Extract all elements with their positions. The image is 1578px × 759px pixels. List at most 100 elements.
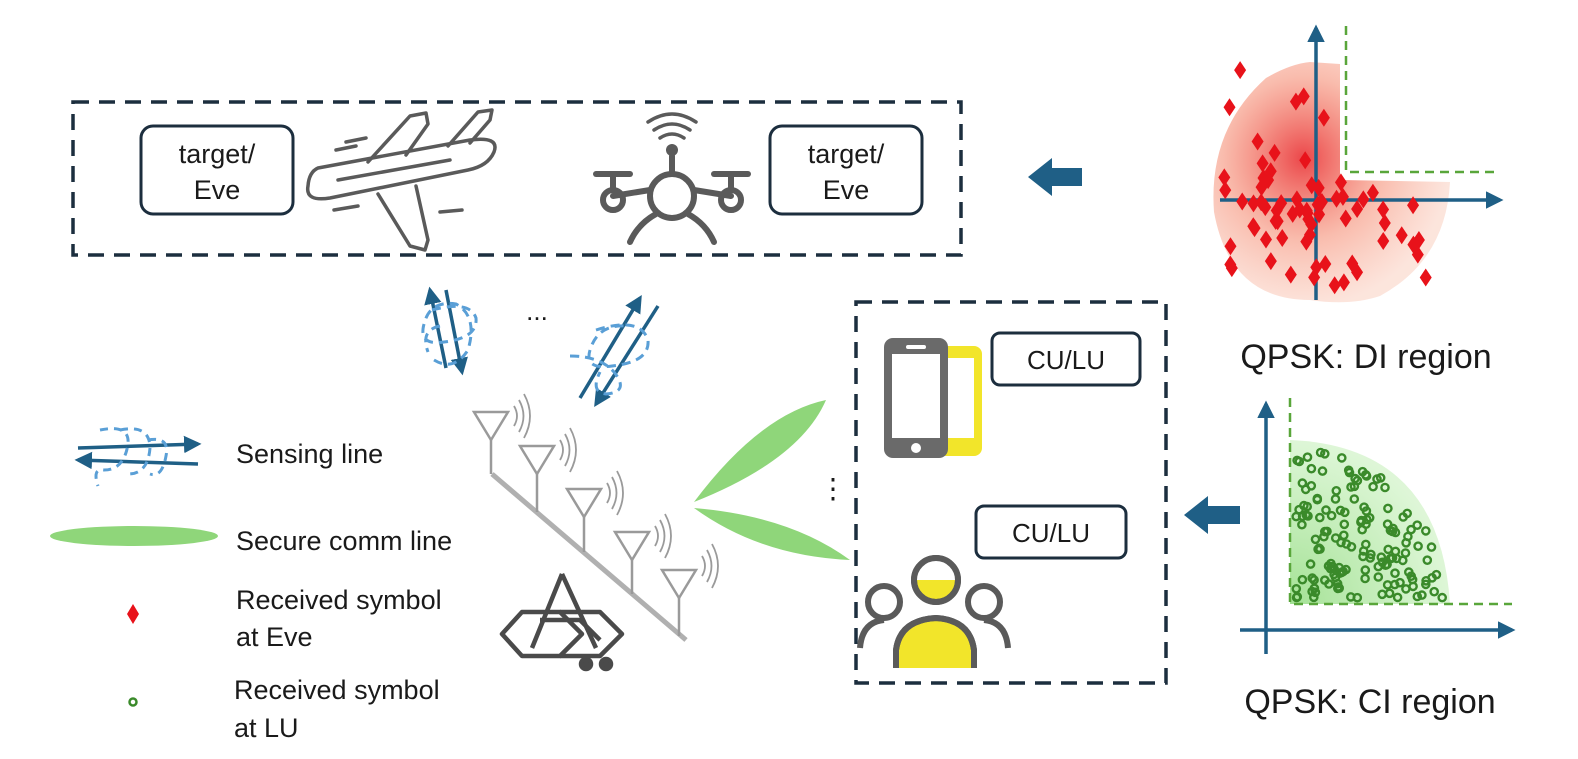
ci-symbol-marker <box>1429 586 1439 597</box>
ci-symbol-marker <box>1391 553 1402 564</box>
legend-lu-label-line1: Received symbol <box>234 675 440 705</box>
ci-symbol-marker <box>1402 508 1412 519</box>
ci-symbol-marker <box>1373 572 1384 582</box>
ci-symbol-marker <box>1365 553 1375 563</box>
di-region-plot <box>1213 24 1504 303</box>
secure-comm-beams <box>694 400 850 560</box>
di-symbol-marker <box>1315 193 1328 212</box>
plane-label-line1: target/ <box>179 139 256 169</box>
di-symbol-marker <box>1377 231 1390 250</box>
di-symbol-marker <box>1223 98 1236 117</box>
di-symbol-marker <box>1305 176 1318 195</box>
di-symbol-marker <box>1236 192 1249 211</box>
ci-symbol-marker <box>1427 573 1437 583</box>
ci-symbol-marker <box>1358 546 1369 556</box>
di-symbol-marker <box>1224 255 1237 274</box>
di-symbol-marker <box>1247 194 1260 213</box>
ci-symbol-marker <box>1337 453 1347 463</box>
ci-symbol-marker <box>1375 472 1386 483</box>
ci-symbol-marker <box>1343 465 1354 476</box>
ci-symbol-marker <box>1359 502 1369 513</box>
di-symbol-marker <box>1297 87 1310 106</box>
ci-symbol-marker <box>1326 510 1337 521</box>
ci-symbol-marker <box>1395 577 1405 588</box>
drone-label-line1: target/ <box>808 139 885 169</box>
di-symbol-marker <box>1334 173 1347 192</box>
di-symbol-marker <box>1264 252 1277 271</box>
di-symbol-marker <box>1259 230 1272 249</box>
ci-symbol-marker <box>1413 541 1423 552</box>
di-symbol-marker <box>1255 193 1268 212</box>
di-symbol-marker <box>1351 200 1364 219</box>
di-region-caption: QPSK: DI region <box>1240 338 1491 376</box>
ci-symbol-marker <box>1302 452 1313 463</box>
di-symbol-marker <box>1339 209 1352 228</box>
di-symbol-marker <box>1248 219 1261 238</box>
beam-ellipsis: ... <box>526 296 548 326</box>
ci-symbol-marker <box>1388 523 1398 534</box>
phone-user-label: CU/LU <box>990 331 1142 387</box>
users-box: CU/LU ⋮ CU/LU <box>819 300 1168 685</box>
ci-symbol-marker <box>1417 590 1427 600</box>
antenna-array-icon <box>471 393 719 642</box>
legend-secure-comm-icon <box>50 526 218 546</box>
ci-symbol-marker <box>1412 591 1423 602</box>
di-symbol-marker <box>1305 215 1318 234</box>
di-symbol-marker <box>1419 268 1432 287</box>
group-user-label: CU/LU <box>974 504 1128 560</box>
ci-symbol-marker <box>1361 471 1372 481</box>
ci-symbol-marker <box>1421 526 1431 536</box>
ci-symbol-marker <box>1321 505 1331 515</box>
di-symbol-marker <box>1271 212 1284 231</box>
ci-symbol-marker <box>1380 482 1390 493</box>
di-symbol-marker <box>1286 204 1299 223</box>
ci-symbol-marker <box>1437 592 1447 603</box>
ci-symbol-marker <box>1400 548 1411 558</box>
di-symbol-marker <box>1219 181 1232 200</box>
legend-lu-symbol-icon <box>128 697 138 707</box>
di-symbol-marker <box>1251 132 1264 151</box>
plane-label-line2: Eve <box>194 175 241 205</box>
di-symbol-marker <box>1234 61 1247 80</box>
di-symbol-marker <box>1411 245 1424 264</box>
di-symbol-marker <box>1224 237 1237 256</box>
group-label-text: CU/LU <box>1012 518 1090 548</box>
di-symbol-marker <box>1378 214 1391 233</box>
ci-symbol-marker <box>1392 592 1403 603</box>
ci-symbol-marker <box>1310 534 1321 545</box>
ci-symbol-marker <box>1291 584 1302 594</box>
di-symbol-marker <box>1337 273 1350 292</box>
ci-symbol-marker <box>1312 493 1323 504</box>
ci-symbol-marker <box>1422 555 1433 566</box>
ci-symbol-marker <box>1333 583 1343 594</box>
ci-symbol-marker <box>1335 505 1346 516</box>
ci-symbol-marker <box>1349 481 1360 492</box>
ci-symbol-marker <box>1315 512 1325 523</box>
ci-symbol-marker <box>1323 561 1334 571</box>
targets-box: target/ Eve <box>71 100 963 257</box>
di-symbol-marker <box>1256 154 1269 173</box>
ci-symbol-marker <box>1301 510 1311 520</box>
ci-symbol-marker <box>1360 573 1370 584</box>
ci-symbol-marker <box>1346 542 1357 552</box>
di-symbol-marker <box>1284 265 1297 284</box>
di-symbol-marker <box>1336 187 1349 206</box>
sensing-beam-right <box>569 294 660 407</box>
di-symbol-marker <box>1276 228 1289 247</box>
ci-symbol-marker <box>1356 517 1366 527</box>
ci-symbol-marker <box>1297 519 1307 530</box>
ci-received-symbols <box>1291 447 1447 603</box>
base-station-icon <box>499 573 625 672</box>
ci-symbol-marker <box>1291 511 1301 522</box>
di-symbol-marker <box>1300 232 1313 251</box>
ci-symbol-marker <box>1406 524 1416 535</box>
ci-symbol-marker <box>1383 544 1393 555</box>
ci-symbol-marker <box>1401 538 1411 548</box>
di-symbol-marker <box>1299 151 1312 170</box>
ci-symbol-marker <box>1349 494 1360 504</box>
ci-region-caption: QPSK: CI region <box>1244 683 1495 721</box>
ci-symbol-marker <box>1330 533 1341 543</box>
legend-sensing-line-label: Sensing line <box>236 439 383 469</box>
ci-symbol-marker <box>1315 447 1326 458</box>
